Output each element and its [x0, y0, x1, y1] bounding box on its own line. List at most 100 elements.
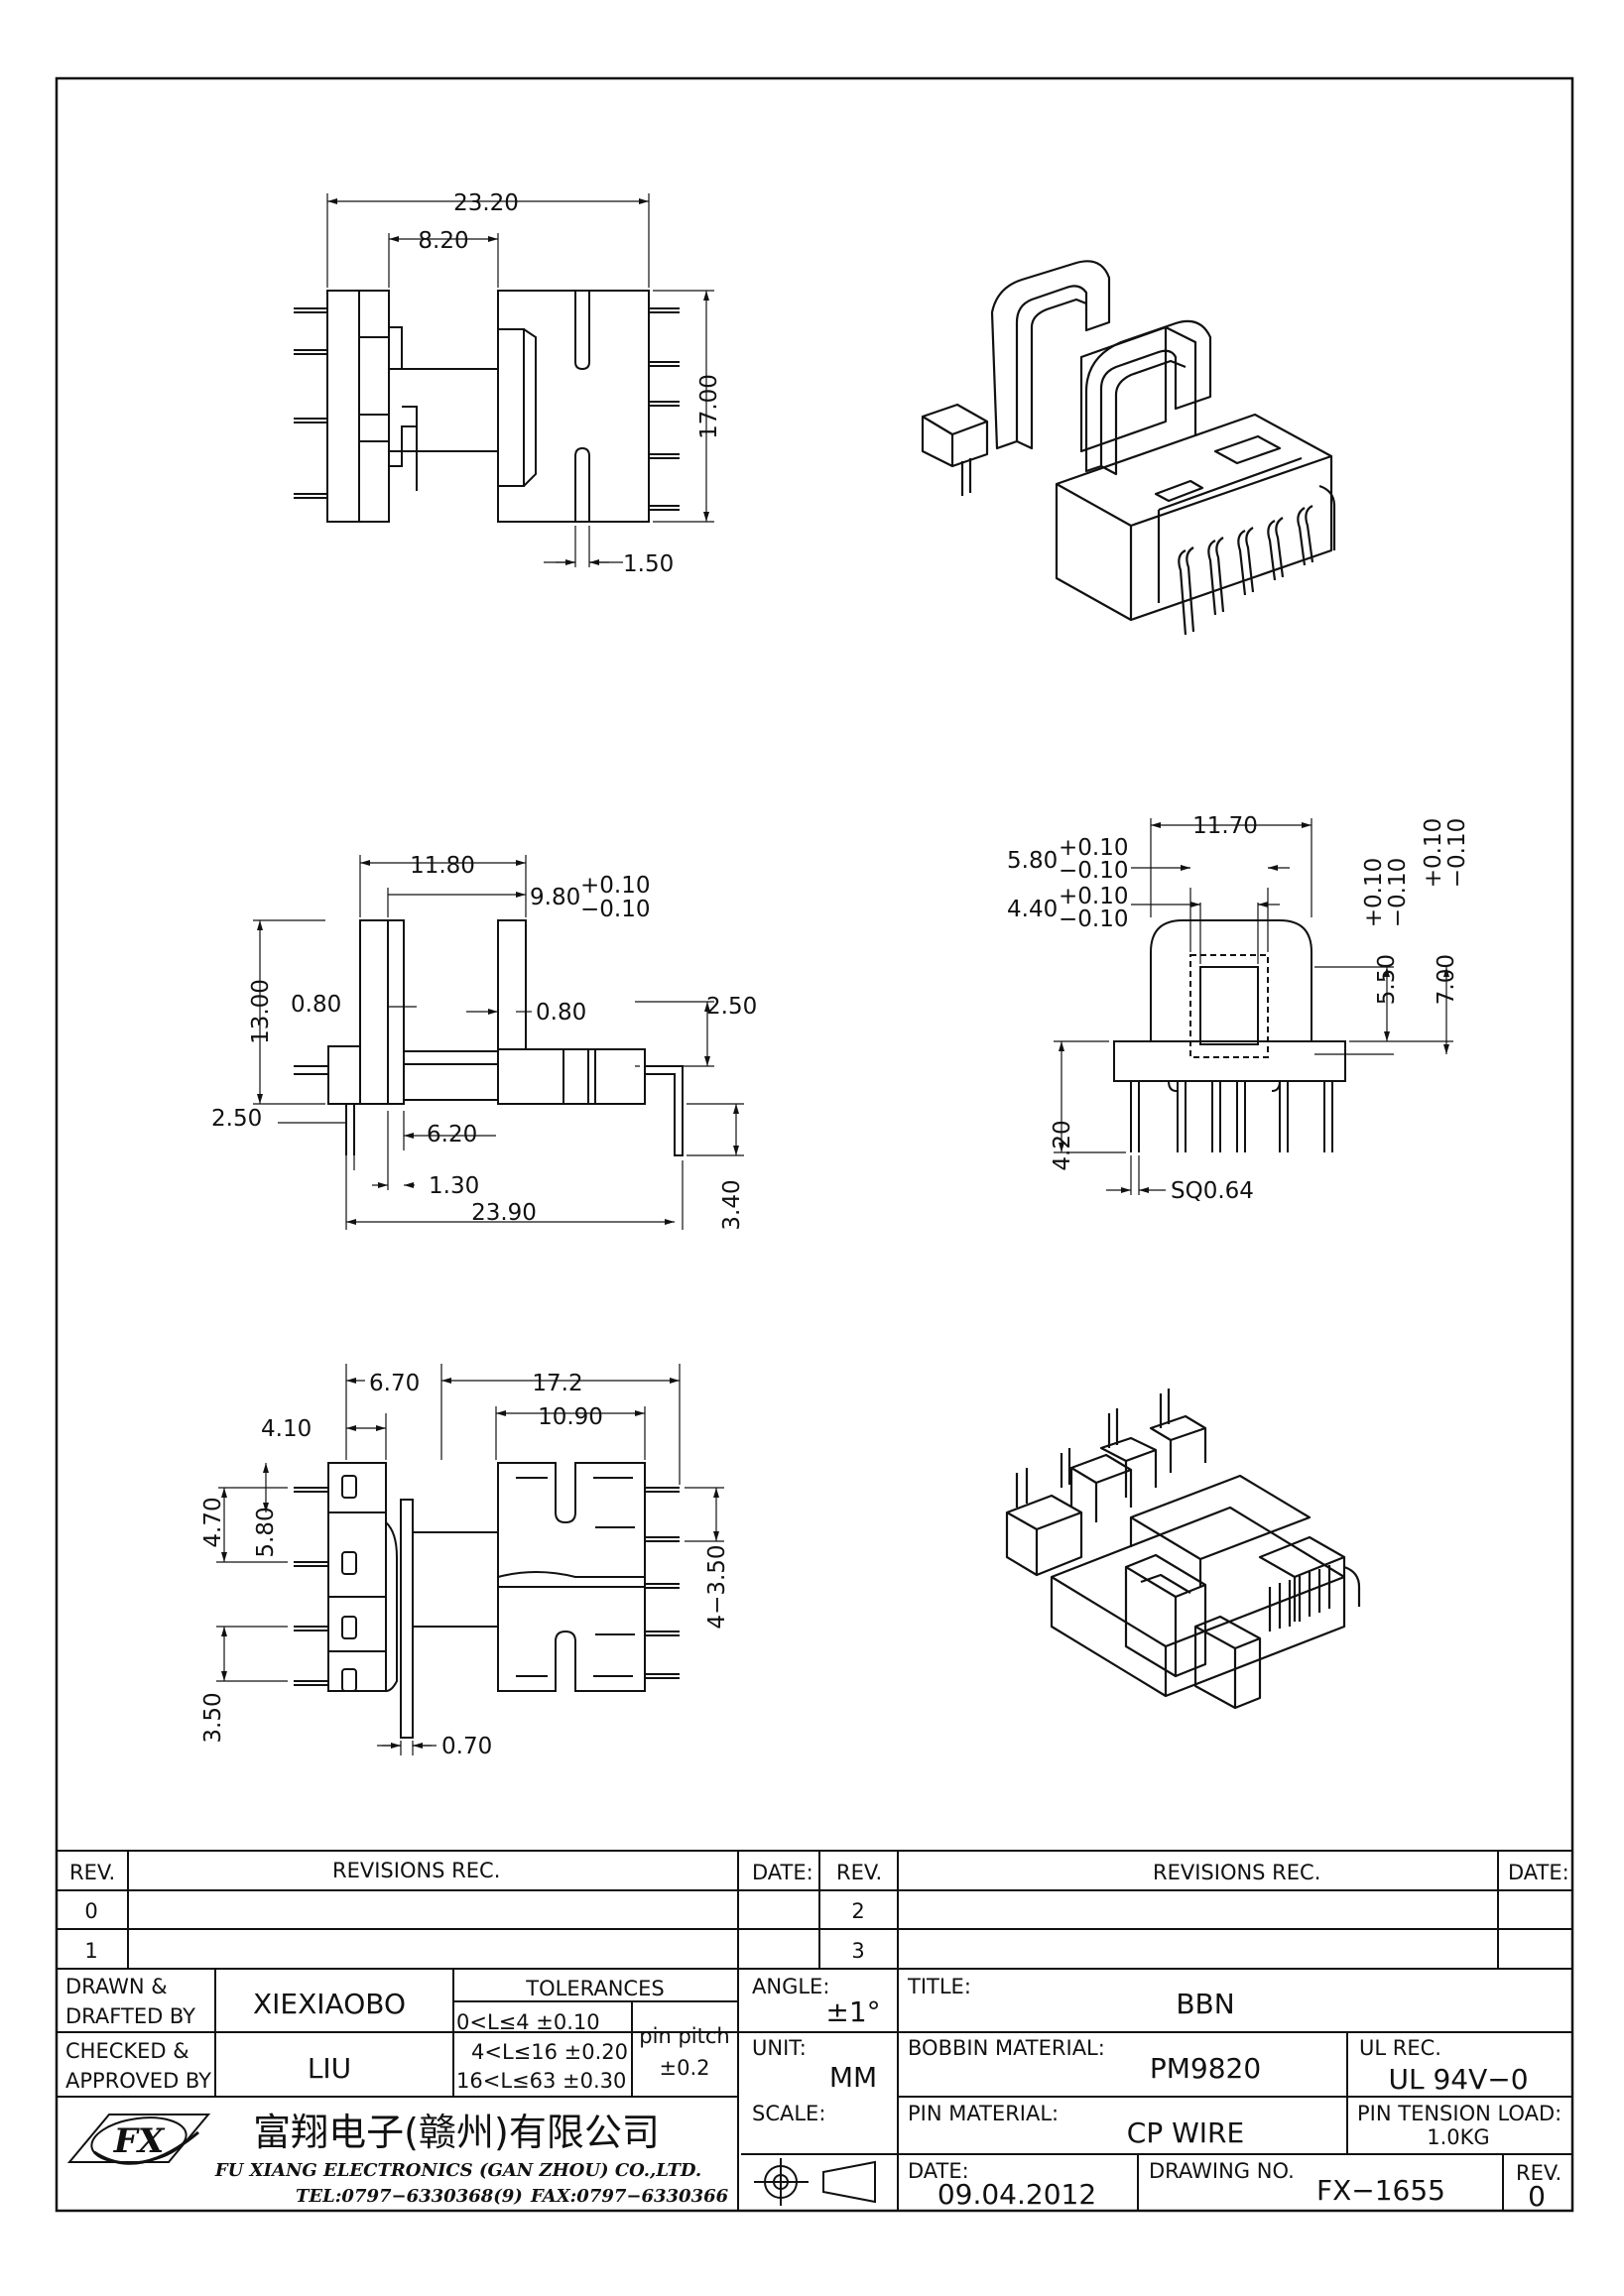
- projection-symbol-icon: [754, 2158, 876, 2206]
- pin-pitch-value: ±0.2: [660, 2056, 710, 2080]
- dim-4-40-plus: +0.10: [1059, 884, 1128, 909]
- revisions-header-right: REVISIONS REC.: [1153, 1861, 1320, 1884]
- date-header-right: DATE:: [1508, 1861, 1569, 1884]
- checked-label-1: CHECKED &: [65, 2039, 189, 2063]
- date-header-left: DATE:: [752, 1861, 813, 1884]
- company-logo: [66, 2114, 211, 2165]
- pin-pitch-label: pin pitch: [639, 2024, 729, 2048]
- bobbin-material-label: BOBBIN MATERIAL:: [908, 2036, 1105, 2060]
- unit-value: MM: [829, 2061, 877, 2094]
- dim-1-30: 1.30: [429, 1173, 479, 1199]
- company-tel: TEL:0797−6330368(9): [296, 2186, 523, 2207]
- checked-label-2: APPROVED BY: [65, 2069, 211, 2093]
- top-view: [294, 193, 714, 567]
- rev-label: REV.: [1516, 2161, 1562, 2185]
- pin-material-label: PIN MATERIAL:: [908, 2102, 1059, 2125]
- dim-4-40: 4.40: [1007, 897, 1058, 922]
- dim-23-20: 23.20: [453, 190, 519, 216]
- front-view: [1054, 818, 1453, 1195]
- ul-rec-label: UL REC.: [1359, 2036, 1441, 2060]
- dim-0-80-right: 0.80: [536, 1000, 586, 1026]
- dim-17-00: 17.00: [696, 374, 722, 439]
- tolerance-row-2: 4<L≤16 ±0.20: [471, 2040, 628, 2064]
- dim-4-40-minus: −0.10: [1059, 906, 1128, 932]
- dim-5-50-plus: +0.10: [1361, 858, 1387, 927]
- dim-4-20: 4.20: [1050, 1120, 1075, 1170]
- dim-5-80-bottom: 5.80: [253, 1507, 279, 1557]
- dim-9-80-plus: +0.10: [580, 873, 650, 899]
- date-label: DATE:: [908, 2159, 969, 2183]
- dim-3-50: 3.50: [200, 1692, 226, 1743]
- bottom-view: [216, 1364, 724, 1755]
- dim-3-40: 3.40: [719, 1179, 745, 1230]
- angle-value: ±1°: [825, 1995, 880, 2028]
- dim-8-20: 8.20: [418, 228, 468, 254]
- unit-label: UNIT:: [752, 2036, 807, 2060]
- tolerance-row-3: 16<L≤63 ±0.30: [456, 2069, 626, 2093]
- drawn-label-2: DRAFTED BY: [65, 2004, 195, 2028]
- drawn-by-value: XIEXIAOBO: [253, 1988, 406, 2020]
- dim-23-90: 23.90: [471, 1200, 537, 1226]
- dim-17-2: 17.2: [532, 1371, 582, 1396]
- pin-material-value: CP WIRE: [1127, 2116, 1244, 2149]
- logo-text: FX: [113, 2121, 166, 2161]
- sheet-border: [55, 76, 1574, 2213]
- date-value: 09.04.2012: [937, 2178, 1096, 2211]
- pin-tension-value: 1.0KG: [1427, 2125, 1489, 2149]
- dim-5-50-minus: −0.10: [1385, 858, 1411, 927]
- dim-5-80: 5.80: [1007, 848, 1058, 874]
- drawing-no-label: DRAWING NO.: [1149, 2159, 1295, 2183]
- dim-7-00-minus: −0.10: [1444, 818, 1470, 888]
- drawing-no-value: FX−1655: [1316, 2174, 1445, 2207]
- tolerances-label: TOLERANCES: [525, 1977, 664, 2000]
- rev-row-3: 3: [851, 1939, 864, 1963]
- dim-11-70: 11.70: [1192, 813, 1258, 839]
- dim-0-70: 0.70: [441, 1734, 492, 1759]
- angle-label: ANGLE:: [752, 1975, 829, 1998]
- rev-row-1: 1: [84, 1939, 97, 1963]
- isometric-view-bottom: [1005, 1389, 1361, 1710]
- dim-4-70: 4.70: [200, 1497, 226, 1547]
- bobbin-material-value: PM9820: [1150, 2052, 1261, 2085]
- dim-9-80-minus: −0.10: [580, 897, 650, 922]
- dim-5-80-minus: −0.10: [1059, 858, 1128, 884]
- dim-2-50-right: 2.50: [706, 994, 757, 1020]
- rev-header-right: REV.: [836, 1861, 882, 1884]
- dim-10-90: 10.90: [538, 1404, 603, 1430]
- title-label: TITLE:: [907, 1975, 971, 1998]
- side-view: [253, 855, 744, 1230]
- pin-tension-label: PIN TENSION LOAD:: [1357, 2102, 1562, 2125]
- rev-row-2: 2: [851, 1899, 864, 1923]
- dim-13-00: 13.00: [248, 979, 274, 1044]
- dim-6-70: 6.70: [369, 1371, 420, 1396]
- dim-9-80: 9.80: [530, 885, 580, 910]
- title-block-grid: [57, 1850, 1572, 2211]
- rev-value: 0: [1528, 2180, 1546, 2213]
- scale-label: SCALE:: [752, 2102, 825, 2125]
- dim-5-80-plus: +0.10: [1059, 835, 1128, 861]
- dim-7-00: 7.00: [1434, 954, 1459, 1005]
- dim-5-50: 5.50: [1374, 954, 1400, 1005]
- dim-0-80-left: 0.80: [291, 992, 341, 1018]
- company-fax: FAX:0797−6330366: [530, 2186, 729, 2207]
- ul-rec-value: UL 94V−0: [1388, 2063, 1528, 2096]
- rev-header-left: REV.: [69, 1861, 115, 1884]
- dim-4x3-50: 4−3.50: [704, 1544, 730, 1629]
- dim-11-80: 11.80: [410, 853, 475, 879]
- tolerance-row-1: 0<L≤4 ±0.10: [456, 2010, 600, 2034]
- checked-by-value: LIU: [308, 2052, 351, 2085]
- revisions-header-left: REVISIONS REC.: [332, 1859, 500, 1882]
- isometric-view-top: [921, 260, 1336, 636]
- dim-1-50: 1.50: [623, 551, 674, 577]
- dim-6-20: 6.20: [427, 1122, 477, 1148]
- title-value: BBN: [1176, 1988, 1234, 2020]
- company-name-en: FU XIANG ELECTRONICS (GAN ZHOU) CO.,LTD.: [214, 2160, 701, 2181]
- drawn-label-1: DRAWN &: [65, 1975, 168, 1998]
- dim-4-10: 4.10: [261, 1416, 312, 1442]
- dim-7-00-plus: +0.10: [1421, 818, 1446, 888]
- dim-2-50-left: 2.50: [211, 1106, 262, 1132]
- rev-row-0: 0: [84, 1899, 97, 1923]
- dim-sq-0-64: SQ0.64: [1171, 1178, 1254, 1204]
- company-name-cn: 富翔电子(赣州)有限公司: [253, 2111, 660, 2154]
